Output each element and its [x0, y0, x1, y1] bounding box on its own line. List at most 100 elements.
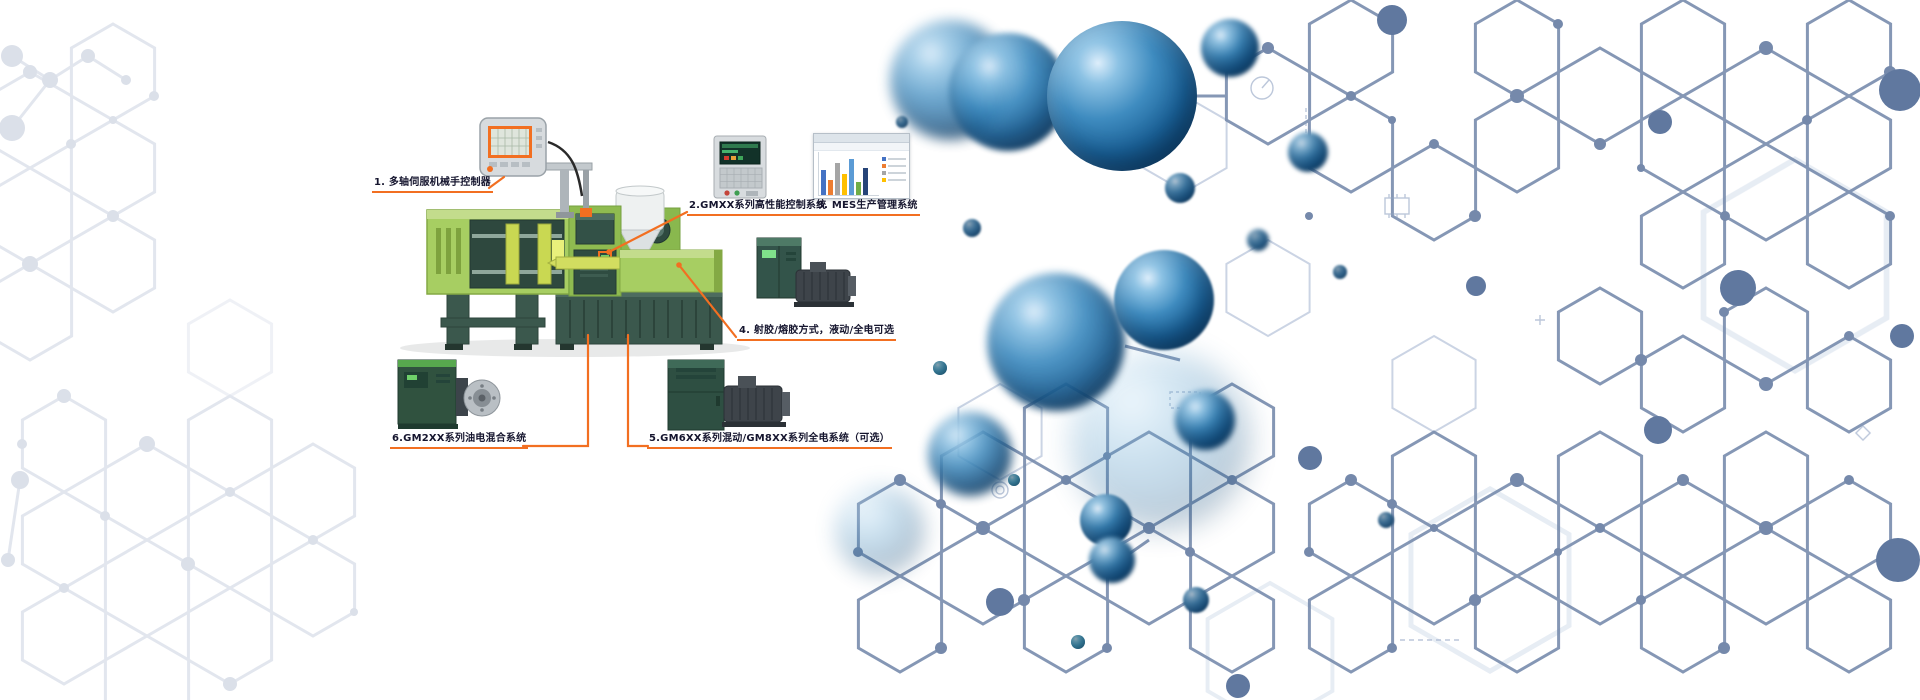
mes-bar-chart: [818, 152, 879, 196]
diamond-doodle: [1854, 424, 1872, 442]
mes-legend-item: [882, 178, 906, 182]
pendant-cable: [547, 140, 584, 197]
callout-line-6: [521, 333, 590, 448]
hopper: [615, 185, 665, 260]
hmi-screen: [719, 141, 761, 165]
mes-bar: [849, 159, 854, 195]
molecule-sphere: [1247, 229, 1269, 251]
molecule-sphere: [1288, 132, 1328, 172]
callout-dot-4: [676, 262, 682, 268]
molecule-sphere: [1175, 390, 1235, 450]
hexagon-outline-large: [1205, 159, 1887, 700]
machine-shadow: [400, 339, 750, 357]
tech-doodles: [991, 76, 1872, 641]
gauge-icon: [1250, 76, 1274, 100]
mes-legend-item: [882, 157, 906, 161]
molecule-sphere: [949, 33, 1067, 151]
callout-label-3: 3. MES生产管理系统: [815, 196, 920, 216]
callout-label-6: 6.GM2XX系列油电混合系统: [390, 429, 529, 449]
hmi-control-panel: [713, 135, 767, 199]
pendant-screen: [491, 129, 529, 155]
molecule-sphere: [1165, 173, 1195, 203]
molecule-nodes-gray: [0, 45, 358, 691]
pump-disc: [463, 379, 501, 417]
mold-area: [469, 219, 565, 289]
robot-pendant-controller: [479, 117, 547, 177]
callout-connectors: [487, 175, 738, 448]
hexagon-lattice-gray: [0, 22, 357, 700]
molecule-sphere: [896, 116, 908, 128]
callout-dot-2: [606, 249, 612, 255]
mes-legend-item: [882, 171, 906, 175]
chip-icon: [1384, 197, 1410, 215]
mes-bar: [842, 174, 847, 195]
gripper: [580, 208, 592, 217]
molecule-sphere: [928, 412, 1012, 496]
electric-motor: [723, 385, 783, 423]
mes-bar: [821, 170, 826, 195]
molecule-sphere: [1071, 635, 1085, 649]
callout-label-1: 1. 多轴伺服机械手控制器: [372, 173, 493, 193]
panel-doodle: [1169, 391, 1201, 409]
callout-line-4: [677, 263, 738, 339]
hexagon-lattice-light: [957, 95, 1477, 481]
mes-bar: [835, 163, 840, 195]
mes-body: [814, 151, 909, 198]
hexagon-lattice-blue: [856, 0, 1893, 674]
molecule-sphere: [963, 219, 981, 237]
molecule-sphere: [1183, 587, 1209, 613]
molecule-sphere: [1089, 537, 1135, 583]
injection-unit: [546, 249, 723, 293]
molecule-sphere: [835, 485, 925, 575]
clamping-unit: [426, 209, 570, 295]
molecule-sphere: [1070, 350, 1250, 530]
mes-legend-item: [882, 164, 906, 168]
molecule-sphere: [1047, 21, 1197, 171]
control-cabinet: [568, 205, 622, 297]
tie-bar: [472, 270, 562, 274]
platen: [505, 223, 520, 285]
robot-arm: [545, 162, 593, 218]
hmi-keypad: [719, 167, 763, 189]
pendant-screen-frame: [488, 126, 532, 158]
molecule-sphere: [1008, 474, 1020, 486]
mes-bar: [856, 182, 861, 195]
tie-bar: [472, 234, 562, 238]
molecule-sphere: [1114, 250, 1214, 350]
mes-bar: [828, 180, 833, 195]
cabinet-display: [598, 251, 612, 262]
molecule-network-left: [0, 22, 358, 700]
machine-base: [440, 289, 723, 350]
molecule-sphere: [987, 273, 1125, 411]
molecule-nodes-blue: [853, 19, 1896, 654]
callout-label-2: 2.GMXX系列高性能控制系统: [687, 196, 829, 216]
hopper-support-panel: [617, 207, 681, 253]
injection-barrel: [555, 256, 627, 270]
servo-motor: [795, 269, 851, 303]
mes-toolbar: [814, 143, 909, 151]
mold-glow: [552, 240, 564, 262]
molecule-sphere: [1378, 512, 1394, 528]
callout-line-5: [626, 333, 650, 448]
mes-titlebar: [814, 134, 909, 143]
servo-drive-motor: [756, 237, 856, 307]
gauge-needle: [1261, 79, 1270, 89]
mes-window: [813, 133, 910, 199]
mes-bar: [863, 168, 868, 195]
molecule-sphere: [1080, 494, 1132, 546]
callout-label-5: 5.GM6XX系列混动/GM8XX系列全电系统（可选）: [647, 429, 892, 449]
fan-vent: [643, 216, 671, 244]
molecule-nodes-large: [986, 5, 1920, 698]
callout-line-2: [607, 210, 689, 254]
plus-doodle: [1535, 315, 1545, 325]
molecule-chain-gray: [6, 54, 127, 561]
callout-label-4: 4. 射胶/熔胶方式，液动/全电可选: [737, 321, 897, 341]
hybrid-drive-motor: [667, 359, 790, 431]
pendant-indicator: [487, 166, 493, 172]
oil-electric-drive: [397, 359, 501, 429]
molecule-sphere: [890, 20, 1010, 140]
molecule-sphere: [933, 361, 947, 375]
